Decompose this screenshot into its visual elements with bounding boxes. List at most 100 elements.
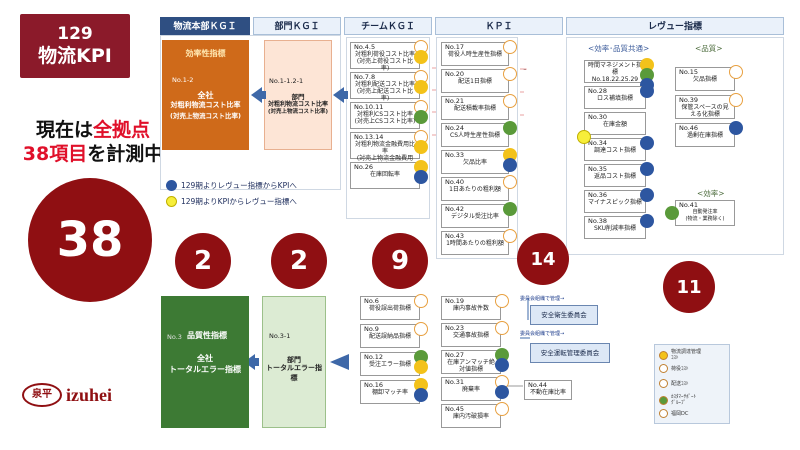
- review-left-name: マイナスピック指標: [588, 199, 642, 206]
- hq-efficiency-line1: 全社: [197, 91, 214, 100]
- review-left-owner-dot: [640, 84, 654, 98]
- header-kpi: ＫＰＩ: [435, 17, 563, 35]
- team-top-owner-dot: [414, 170, 428, 184]
- title-box: 129 物流KPI: [20, 14, 130, 78]
- team-top-no: No.13.14: [354, 133, 384, 141]
- review-left-card: 時間マネジメント指標 No.18.22.25.29: [584, 60, 646, 83]
- kpi-top-no: No.17: [445, 43, 465, 51]
- team-bottom-owner-dot: [414, 360, 428, 374]
- title-text: 物流KPI: [38, 45, 112, 67]
- owner-label: 荷役ｺｽﾄ: [671, 365, 689, 372]
- total-count-circle: 38: [28, 178, 152, 302]
- safety-committee-2: 安全運転管理委員会: [530, 343, 610, 363]
- kpi-top-no: No.40: [445, 178, 465, 186]
- status-suffix: を計測中: [87, 143, 164, 165]
- review-eff-dot: [665, 206, 679, 220]
- review-right-name: 過剰在庫指標: [686, 132, 723, 139]
- review-eff-card: No.41 自動発注率 (物流・業務除く): [675, 200, 735, 226]
- kpi-top-owner-dot: [503, 40, 517, 54]
- arrow-team-to-dept-top: [333, 87, 344, 103]
- team-top-no: No.10.11: [354, 103, 384, 111]
- logo-mark: 泉平: [22, 383, 62, 407]
- arrow-dept-to-hq-bottom: [244, 354, 255, 370]
- legend-yellow-dot: [166, 196, 177, 207]
- kpi-bottom-owner-dot: [495, 294, 509, 308]
- arrow-team-to-dept-bottom: [330, 354, 349, 370]
- team-top-owner-dot: [414, 140, 428, 154]
- team-bottom-name: 荷役誤出荷指標: [368, 305, 411, 312]
- review-left-owner-dot: [640, 136, 654, 150]
- team-top-owner-dot: [414, 110, 428, 124]
- dept-efficiency-line2: 対粗利物流コスト比率: [267, 101, 328, 108]
- kpi-top-owner-dot: [503, 94, 517, 108]
- owner-dot: [659, 364, 668, 373]
- review-eff-no: No.41: [679, 201, 699, 209]
- team-bottom-no: No.6: [364, 297, 379, 305]
- owner-label: ｶｽﾀﾏｰｻﾎﾟｰﾄ ｸﾞﾙｰﾌﾟ: [671, 394, 697, 406]
- kpi-bottom-owner-dot: [495, 358, 509, 372]
- owner-legend-row: 物流調達管理 ｺｽﾄ: [659, 349, 701, 361]
- kpi-bottom-name: 庫内汚破損率: [452, 413, 489, 420]
- team-top-no: No.7.8: [354, 73, 376, 81]
- status-count: 38項目: [22, 143, 88, 165]
- kpi-top-owner-dot: [503, 67, 517, 81]
- hq-quality-title: 品質性指標: [187, 331, 227, 340]
- kpi-top-owner-dot: [503, 202, 517, 216]
- kpi-top-owner-dot: [503, 175, 517, 189]
- hq-quality-line2: トータルエラー指標: [169, 365, 241, 374]
- team-count: 9: [390, 246, 410, 276]
- review-right-name: 欠品指標: [692, 76, 717, 83]
- review-left-no: No.36: [588, 191, 608, 199]
- review-left-name: SKU削減率指標: [594, 225, 636, 232]
- kpi-top-name: 配送積載率指標: [453, 105, 496, 112]
- team-bottom-owner-dot: [414, 322, 428, 336]
- team-bottom-no: No.16: [364, 381, 384, 389]
- review-right-name: 保管スペースの見える化指標: [681, 104, 729, 118]
- kpi-top-no: No.21: [445, 97, 465, 105]
- team-bottom-no: No.12: [364, 353, 384, 361]
- kpi-top-name: デジタル受注比率: [451, 213, 499, 220]
- owner-dot: [659, 409, 668, 418]
- kpi-top-owner-dot: [503, 121, 517, 135]
- kpi-top-owner-dot: [503, 229, 517, 243]
- kpi-bottom-name: 廃棄率: [461, 386, 480, 393]
- team-top-no: No.4.5: [354, 43, 376, 51]
- safety-note-1: 委員会組織で管理→: [520, 296, 565, 302]
- owner-dot: [659, 350, 668, 360]
- owner-legend-row: ｶｽﾀﾏｰｻﾎﾟｰﾄ ｸﾞﾙｰﾌﾟ: [659, 394, 696, 406]
- header-team-kgi: チームＫＧＩ: [344, 17, 432, 35]
- team-bottom-name: 受注エラー指標: [368, 361, 411, 368]
- owner-legend-row: 荷役ｺｽﾄ: [659, 364, 689, 373]
- total-count: 38: [56, 212, 124, 268]
- review-right-owner-dot: [729, 121, 743, 135]
- hq-efficiency-line2: 対粗利物流コスト比率: [170, 101, 241, 109]
- team-top-name: 対粗利CSコスト比率 (対売上CSコスト比率): [354, 111, 416, 125]
- team-bottom-no: No.9: [364, 325, 379, 333]
- dept-quality-code: No.3-1: [269, 332, 291, 340]
- owner-label: 福岡DC: [671, 410, 689, 417]
- kpi-top-name: 1時間あたりの粗利額: [446, 240, 504, 247]
- hq-efficiency-box: 効率性指標 No.1-2 全社 対粗利物流コスト比率 (対売上物流コスト比率): [162, 40, 249, 150]
- owner-dot: [659, 379, 668, 388]
- review-left-no: No.35: [588, 165, 608, 173]
- hq-count-circle: 2: [175, 233, 231, 289]
- hq-quality-code: No.3: [167, 333, 182, 341]
- review-count: 11: [676, 276, 702, 298]
- legend-yellow-label: 129期よりKPIからレヴュー指標へ: [181, 197, 297, 206]
